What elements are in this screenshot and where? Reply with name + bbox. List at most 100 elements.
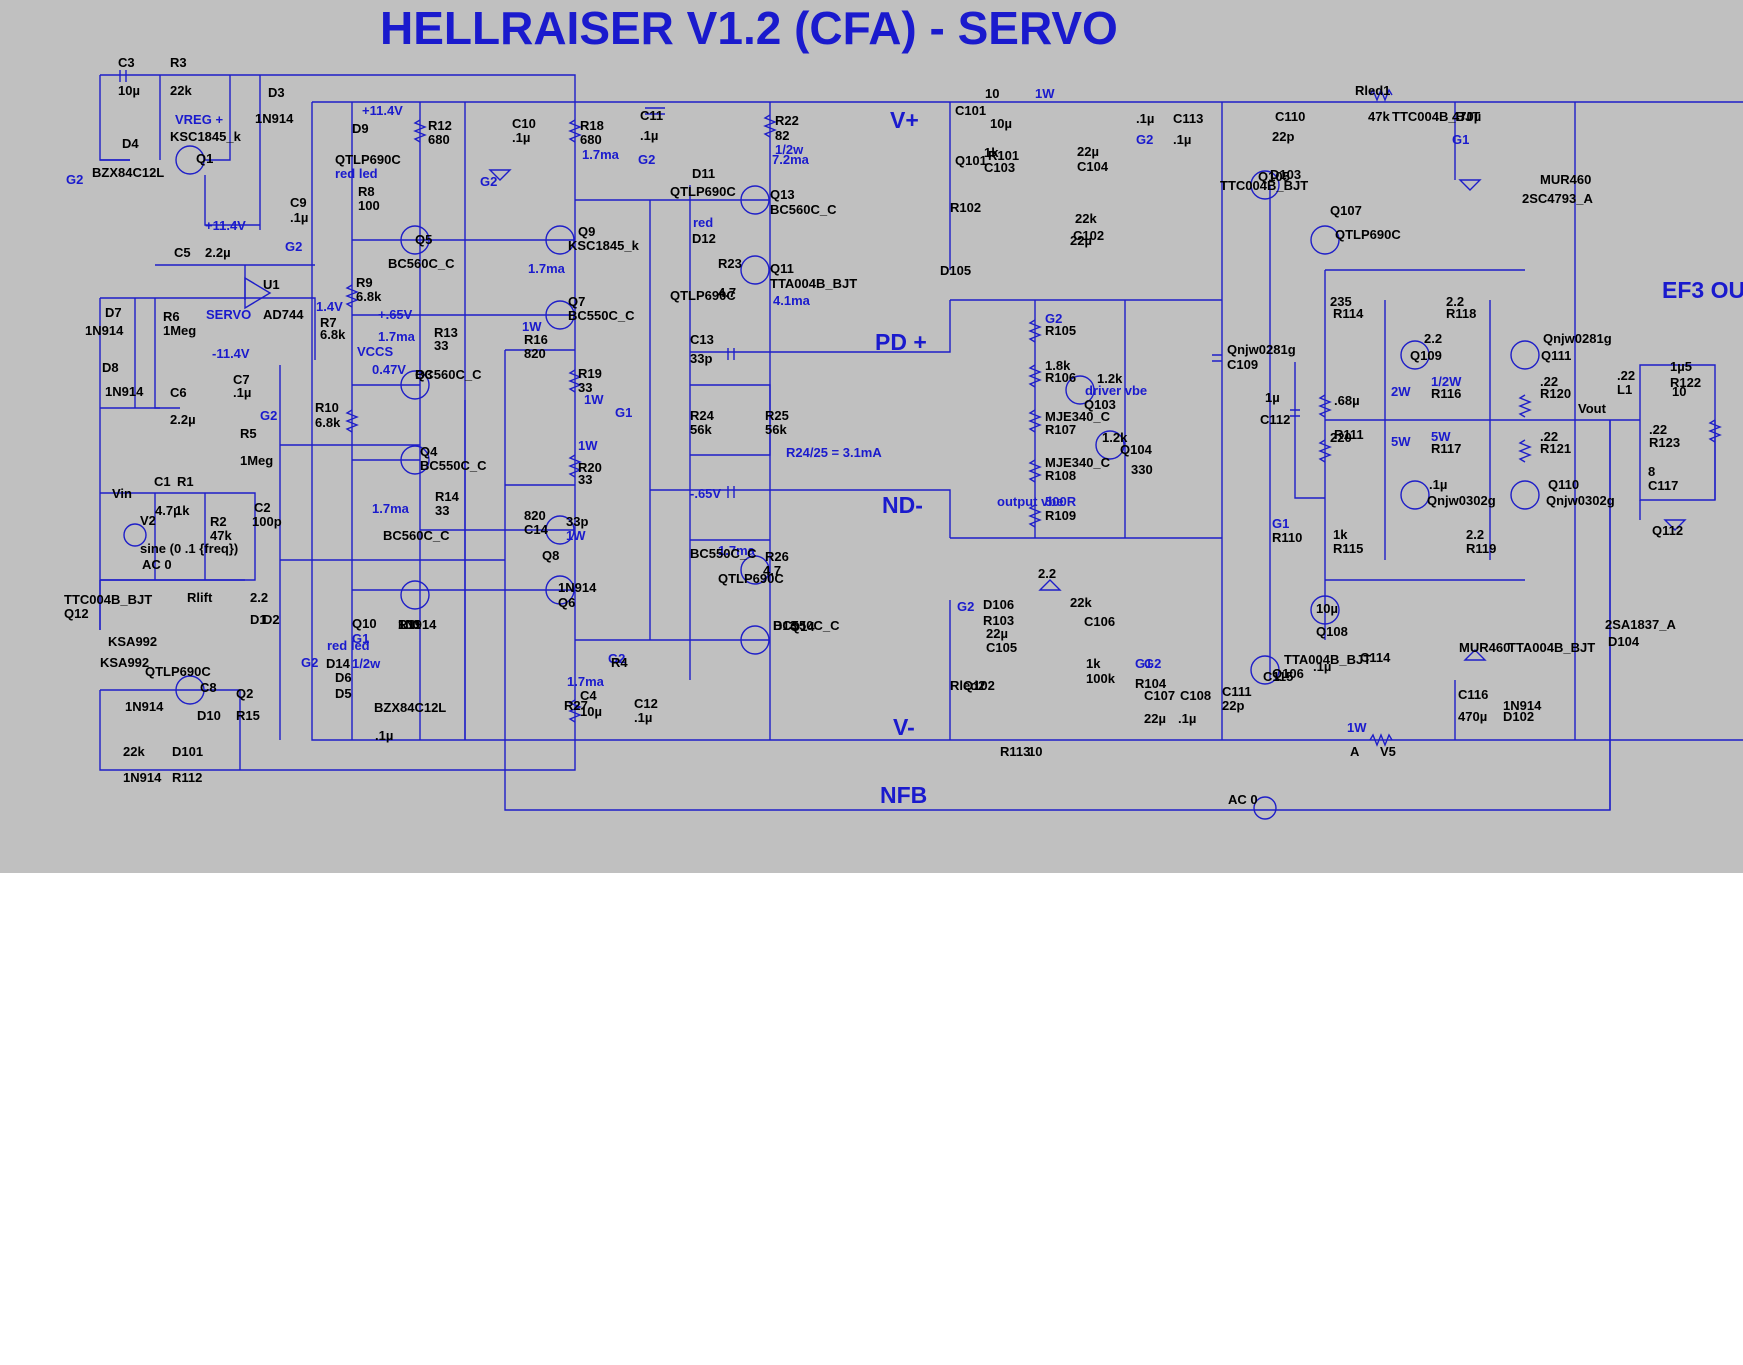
component-label: 1W — [522, 319, 542, 334]
component-label: Qnjw0302g — [1546, 493, 1615, 508]
transistor-symbol — [545, 300, 575, 330]
resistor-symbol — [1369, 733, 1393, 747]
component-label: R114 — [1333, 306, 1364, 321]
component-label: 4.1ma — [773, 293, 811, 308]
component-label: 2.2 — [250, 590, 268, 605]
component-label: R119 — [1466, 541, 1496, 556]
component-label: BC550C_C — [690, 546, 757, 561]
component-label: R115 — [1333, 541, 1363, 556]
resistor-symbol — [763, 114, 777, 138]
component-label: Qnjw0281g — [1543, 331, 1612, 346]
transistor-symbol — [1310, 595, 1340, 625]
resistor-symbol — [568, 119, 582, 143]
component-label: 1N914 — [105, 384, 144, 399]
component-label: 1.2k — [1097, 371, 1123, 386]
component-label: Qnjw0302g — [1427, 493, 1496, 508]
component-label: 0.47V — [372, 362, 406, 377]
component-label: G2 — [1045, 311, 1062, 326]
component-label: G1 — [1272, 516, 1289, 531]
component-label: 22p — [1222, 698, 1244, 713]
component-label: Q111 — [1541, 348, 1571, 363]
component-label: AC 0 — [142, 557, 172, 572]
component-label: Q2 — [236, 686, 253, 701]
component-label: C105 — [986, 640, 1017, 655]
rail-label-vminus: V- — [893, 714, 915, 740]
component-label: R108 — [1045, 468, 1076, 483]
component-label: D2 — [263, 612, 280, 627]
component-label: QTLP690C — [670, 184, 736, 199]
component-label: MJE340_C — [1045, 409, 1111, 424]
component-label: 22µ — [1144, 711, 1166, 726]
component-label: Q5 — [415, 232, 432, 247]
component-label: QTLP690C — [1335, 227, 1401, 242]
component-label: 22µ — [986, 626, 1008, 641]
component-label: 4.7 — [763, 563, 781, 578]
component-label: C102 — [1073, 228, 1104, 243]
schematic-canvas — [0, 0, 1743, 873]
component-label: L1 — [1617, 382, 1632, 397]
component-label: 100 — [358, 198, 380, 213]
component-label: .1µ — [1178, 711, 1196, 726]
component-label: 1/2w — [775, 142, 804, 157]
component-label: 1.7ma — [718, 543, 756, 558]
rail-label-vout: Vout — [1578, 401, 1607, 416]
component-label: +.65V — [378, 307, 413, 322]
rail-label-vplus: V+ — [890, 107, 919, 133]
transistor-symbol — [545, 515, 575, 545]
transistor-symbol — [1065, 375, 1095, 405]
component-label: 680 — [580, 132, 602, 147]
resistor-symbol — [1028, 409, 1042, 433]
component-label: Q3 — [415, 367, 432, 382]
component-label: D14 — [326, 656, 351, 671]
capacitor-symbol — [1290, 409, 1300, 417]
component-label: 8 — [1648, 464, 1655, 479]
component-label: 2.2 — [1038, 566, 1056, 581]
component-label: red led — [327, 638, 370, 653]
component-label: 33 — [578, 380, 592, 395]
component-label: 22p — [1272, 129, 1294, 144]
component-label: 1N914 — [85, 323, 124, 338]
component-label: 1.7ma — [582, 147, 620, 162]
component-label: R14 — [435, 489, 460, 504]
component-label: R24 — [690, 408, 715, 423]
component-label: 1k — [175, 503, 190, 518]
component-label: 1W — [584, 392, 604, 407]
component-label: R112 — [172, 770, 202, 785]
component-label: .1µ — [1173, 132, 1191, 147]
component-label: QTLP690C — [670, 288, 736, 303]
component-label: 1k — [1333, 527, 1348, 542]
transistor-symbol — [1250, 170, 1280, 200]
transistor-symbol — [175, 675, 205, 705]
component-label: 10 — [1672, 384, 1686, 399]
component-label: R15 — [236, 708, 260, 723]
component-label: C14 — [524, 522, 549, 537]
component-label: BC560C_C — [770, 202, 837, 217]
component-label: TTC004B_BJT — [1392, 109, 1480, 124]
component-label: 1µ — [1265, 390, 1280, 405]
component-label: Q8 — [542, 548, 559, 563]
component-label: Qnjw0281g — [1227, 342, 1296, 357]
ground-symbol — [488, 169, 512, 181]
transistor-symbol — [740, 555, 770, 585]
component-label: 820 — [524, 346, 546, 361]
component-label: R105 — [1045, 323, 1076, 338]
component-label: Rled2 — [950, 678, 985, 693]
resistor-symbol — [1028, 319, 1042, 343]
component-label: R110 — [1272, 530, 1302, 545]
component-label: KSA992 — [100, 655, 149, 670]
component-label: 4.7 — [718, 285, 736, 300]
transistor-symbol — [545, 225, 575, 255]
component-label: D105 — [940, 263, 971, 278]
resistor-symbol — [345, 284, 359, 308]
component-label: D4 — [122, 136, 139, 151]
component-label: .1µ — [233, 385, 251, 400]
component-label: R118 — [1446, 306, 1476, 321]
component-label: C103 — [984, 160, 1015, 175]
wires — [99, 74, 1743, 811]
component-label: .68µ — [1334, 393, 1360, 408]
component-label: R122 — [1670, 375, 1701, 390]
transistor-symbol — [400, 370, 430, 400]
component-label: R3 — [170, 55, 187, 70]
component-label: 1.2k — [1102, 430, 1128, 445]
